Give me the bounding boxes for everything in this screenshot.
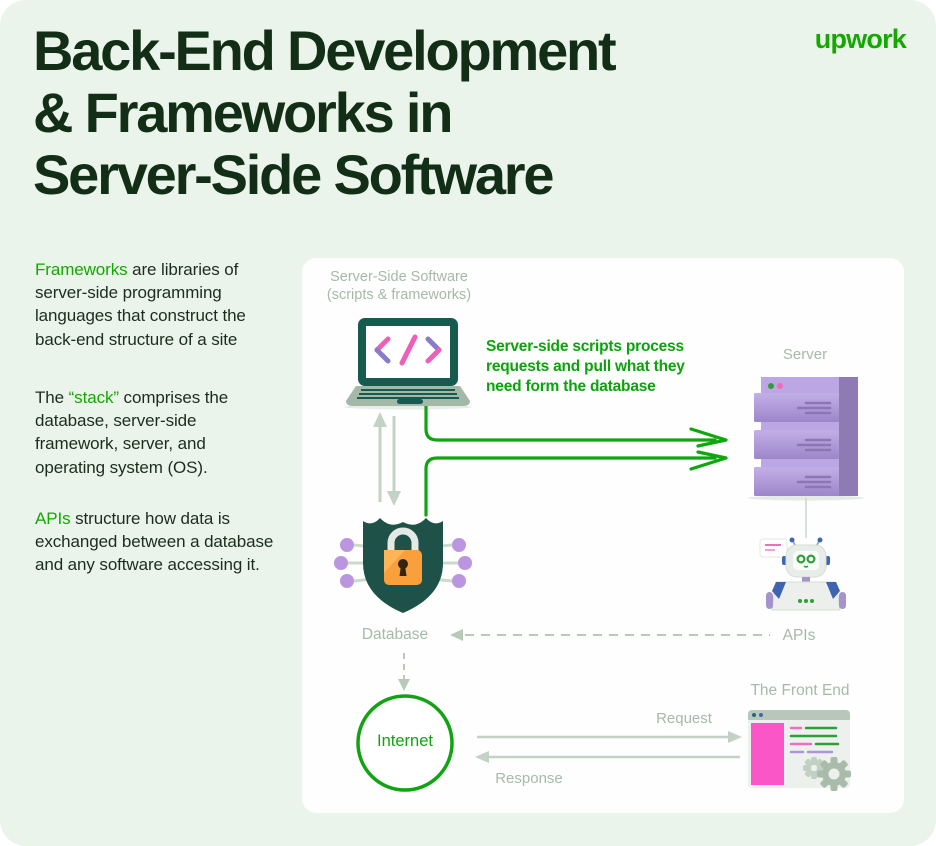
code-brackets-glyph	[374, 334, 442, 366]
diagram-canvas	[334, 318, 864, 792]
robot-icon	[759, 537, 846, 611]
response-arrow	[475, 751, 740, 763]
browser-pink-panel	[751, 723, 784, 785]
label-server: Server	[782, 346, 828, 363]
para-highlight: Frameworks	[35, 260, 128, 279]
upwork-logo: upwork	[814, 24, 907, 54]
request-arrow	[477, 731, 742, 743]
para-text: are libraries of server-side programming…	[35, 260, 246, 349]
browser-content-lines	[789, 726, 840, 754]
label-response: Response	[495, 770, 563, 787]
para-text: structure how data is exchanged between …	[35, 509, 274, 575]
label-request: Request	[656, 710, 712, 727]
browser-window-gear-icon	[748, 710, 851, 791]
label-front-end: The Front End	[750, 682, 850, 699]
gear-icon	[803, 757, 851, 791]
circuit-dots	[334, 538, 472, 588]
label-database: Database	[361, 626, 429, 643]
label-apis: APIs	[782, 627, 816, 644]
sidebar-paragraph-apis: APIs structure how data is exchanged bet…	[35, 507, 277, 577]
server-rack-icon	[754, 377, 858, 538]
diagram-panel: Server-Side Software (scripts & framewor…	[302, 258, 904, 813]
lock-shackle	[387, 527, 419, 552]
para-highlight: “stack”	[68, 388, 119, 407]
sidebar-paragraph-stack: The “stack” comprises the database, serv…	[35, 386, 277, 479]
arrowhead-upper	[689, 427, 728, 448]
annotation-server-side-scripts: Server-side scripts process requests and…	[486, 338, 685, 395]
laptop-database-arrows	[373, 412, 401, 506]
internet-circle-icon	[356, 694, 454, 792]
label-server-side-software: Server-Side Software (scripts & framewor…	[326, 269, 472, 303]
sidebar-paragraph-frameworks: Frameworks are libraries of server-side …	[35, 258, 277, 351]
speech-bubble-icon	[759, 538, 788, 558]
server-drawers	[754, 393, 839, 496]
laptop-code-icon	[346, 318, 470, 406]
database-internet-dashed-arrow	[398, 653, 410, 691]
para-text: The	[35, 388, 69, 407]
shield-lock-icon	[334, 518, 472, 613]
para-highlight: APIs	[35, 509, 71, 528]
page-title: Back-End Development & Frameworks in Ser…	[33, 19, 617, 206]
para-text: comprises the database, server-side fram…	[35, 388, 229, 477]
green-connectors	[424, 403, 728, 517]
arrowhead-lower	[689, 450, 728, 471]
label-internet: Internet	[377, 732, 433, 750]
apis-database-dashed-arrow	[450, 629, 770, 641]
